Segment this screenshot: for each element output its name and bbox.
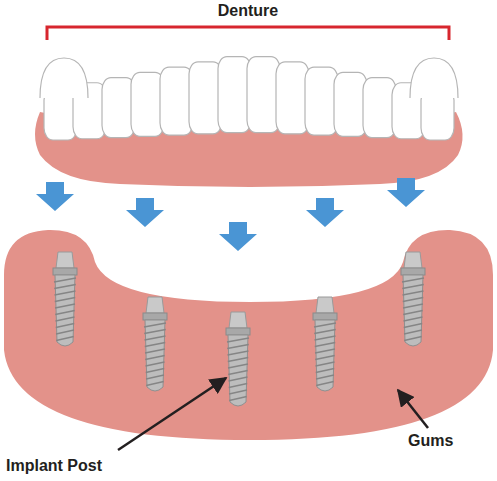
tooth [305,67,338,135]
tooth [160,67,193,135]
implant-post [226,312,250,406]
implant-post [53,252,77,346]
tooth [218,57,251,133]
part-label: Implant Post [6,457,102,475]
tooth [363,78,396,138]
gums [4,230,493,440]
bracket [47,27,449,40]
tooth [102,78,135,138]
tooth [334,72,367,136]
part-label: Denture [218,2,278,20]
denture-teeth [40,57,458,140]
molar [40,58,88,98]
placement-arrows [36,178,425,251]
implant-post [313,297,337,391]
implant-post [401,252,425,346]
molar [410,58,458,98]
leader-lines [118,378,428,450]
tooth [247,57,280,133]
tooth [189,62,222,134]
implant-post [143,297,167,391]
tooth [131,72,164,136]
tooth [276,62,309,134]
part-label: Gums [408,432,453,450]
implant-posts [53,252,425,406]
